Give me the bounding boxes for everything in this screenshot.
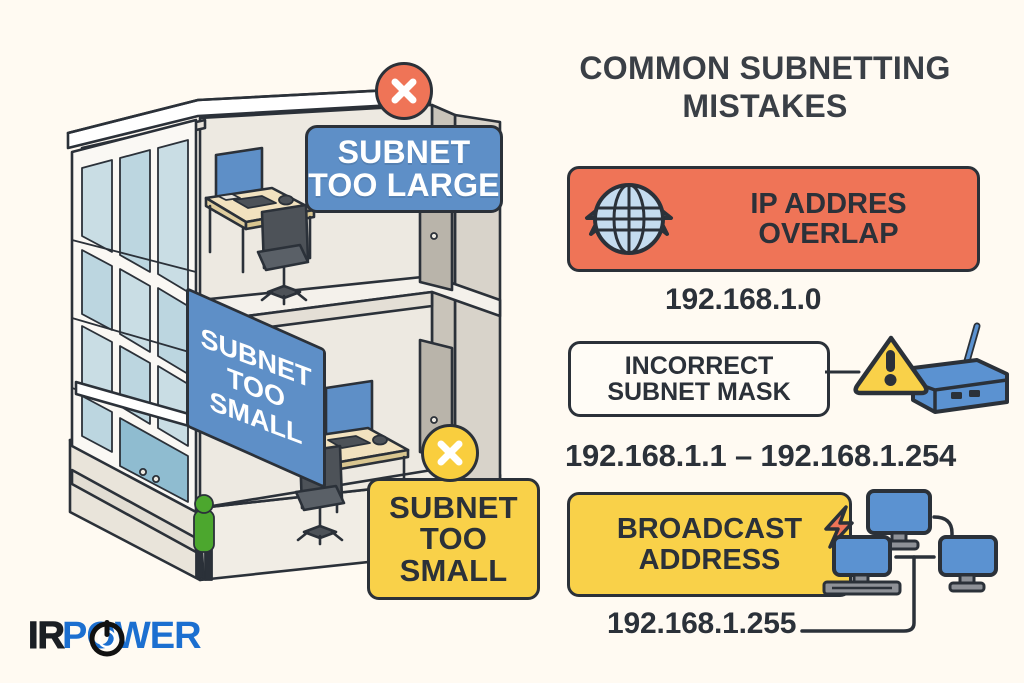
irpower-logo: IR POWER <box>28 614 202 659</box>
banner-title-line-2: OVERLAP <box>758 218 899 250</box>
lightning-bolt-icon <box>824 505 854 549</box>
label-subnet-too-small-yellow: SUBNET TOO SMALL <box>367 478 540 600</box>
banner-ip-address-overlap: IP ADDRES OVERLAP <box>567 166 980 272</box>
monitor-icon-right <box>938 535 998 593</box>
monitor-icon-left <box>822 535 902 596</box>
ip-value-network-address: 192.168.1.0 <box>665 283 822 316</box>
banner-title-line-1: INCORRECT <box>624 351 774 380</box>
banner-title-line-1: BROADCAST <box>616 513 803 546</box>
page-title-line-1: COMMON SUBNETTING <box>579 50 951 86</box>
logo-text-ir: IR <box>28 614 66 657</box>
page-title: COMMON SUBNETTING MISTAKES <box>545 50 985 126</box>
banner-title-broadcast-address: BROADCAST ADDRESS <box>570 514 849 575</box>
label-line-2: TOO LARGE <box>308 167 500 203</box>
power-button-icon <box>85 615 129 659</box>
label-line-1: SUBNET <box>337 134 471 171</box>
banner-broadcast-address: BROADCAST ADDRESS <box>567 492 852 597</box>
label-line-2: TOO <box>419 521 488 557</box>
banner-title-line-2: ADDRESS <box>638 543 781 576</box>
label-line-3: SMALL <box>399 552 508 588</box>
banner-title-incorrect-subnet-mask: INCORRECT SUBNET MASK <box>571 351 827 406</box>
page-title-line-2: MISTAKES <box>682 87 848 124</box>
banner-incorrect-subnet-mask: INCORRECT SUBNET MASK <box>568 341 830 417</box>
logo-text-power: POWER <box>62 614 202 657</box>
router-with-warning-art <box>823 320 1024 430</box>
label-line-1: SUBNET <box>389 489 518 525</box>
banner-title-line-2: SUBNET MASK <box>607 378 791 406</box>
label-subnet-too-large: SUBNET TOO LARGE <box>305 125 503 213</box>
error-x-red-icon <box>375 62 433 120</box>
banner-title-line-1: IP ADDRES <box>750 187 907 220</box>
ip-value-broadcast-address: 192.168.1.255 <box>607 607 797 640</box>
mistakes-panel: COMMON SUBNETTING MISTAKES <box>545 0 1024 683</box>
error-x-yellow-icon <box>421 424 479 482</box>
monitor-network-art <box>800 485 1024 640</box>
monitor-icon-top <box>866 489 932 551</box>
globe-with-lightning-icon <box>570 169 688 269</box>
warning-triangle-icon <box>853 335 929 396</box>
ip-value-host-range: 192.168.1.1 – 192.168.1.254 <box>565 438 957 473</box>
banner-title-ip-address-overlap: IP ADDRES OVERLAP <box>688 187 977 250</box>
